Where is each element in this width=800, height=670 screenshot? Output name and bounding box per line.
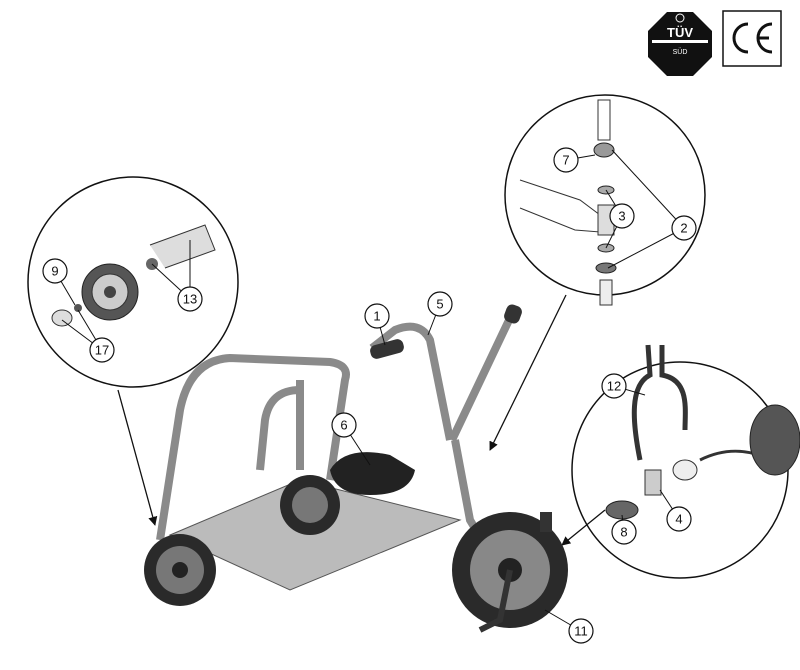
- callout-2: 2: [607, 149, 697, 269]
- callout-circle: [427, 291, 453, 317]
- callout-label: 17: [95, 343, 109, 358]
- tuv-sud-logo: TÜV SÜD: [648, 12, 712, 76]
- callout-circle: [177, 286, 203, 312]
- tricycle: [144, 304, 568, 633]
- callout-17: 17: [61, 309, 115, 363]
- svg-text:TÜV: TÜV: [667, 25, 693, 40]
- svg-text:SÜD: SÜD: [673, 48, 688, 56]
- callout-circle: [601, 373, 627, 399]
- detail-rear-wheel: [27, 176, 239, 388]
- callout-circle: [609, 203, 635, 229]
- callout-label: 8: [620, 525, 627, 540]
- callout-12: 12: [601, 373, 646, 399]
- callout-4: 4: [659, 489, 692, 532]
- callout-11: 11: [544, 609, 594, 644]
- callout-label: 3: [618, 209, 625, 224]
- callout-label: 12: [607, 379, 621, 394]
- callout-1: 1: [364, 303, 390, 346]
- callout-7: 7: [553, 147, 596, 173]
- callout-label: 11: [574, 624, 588, 639]
- callout-circle: [364, 303, 390, 329]
- pointer-arrows: [117, 294, 606, 546]
- callout-label: 1: [373, 309, 380, 324]
- callout-label: 9: [51, 264, 58, 279]
- callout-13: 13: [151, 240, 203, 312]
- callout-circle: [611, 519, 637, 545]
- leader-line: [611, 149, 685, 229]
- callout-label: 4: [675, 512, 682, 527]
- ce-logo: [722, 10, 782, 67]
- callout-label: 7: [562, 153, 569, 168]
- leader-line: [607, 227, 685, 269]
- callout-circle: [553, 147, 579, 173]
- callout-circle: [42, 258, 68, 284]
- callout-3: 3: [605, 189, 635, 249]
- detail-headset: [504, 94, 706, 306]
- callout-label: 5: [436, 297, 443, 312]
- callout-circle: [671, 215, 697, 241]
- callout-9: 9: [42, 258, 76, 306]
- callout-circle: [89, 337, 115, 363]
- callout-circle: [331, 412, 357, 438]
- callout-label: 13: [183, 292, 197, 307]
- callout-5: 5: [427, 291, 453, 336]
- callout-6: 6: [331, 412, 371, 466]
- callout-circle: [568, 618, 594, 644]
- callout-circle: [666, 506, 692, 532]
- callout-group: 1 5 6 11 12 8 4 7 3 2 9 13 17: [42, 147, 697, 644]
- callout-8: 8: [611, 514, 637, 545]
- callout-label: 6: [340, 418, 347, 433]
- callout-label: 2: [680, 221, 687, 236]
